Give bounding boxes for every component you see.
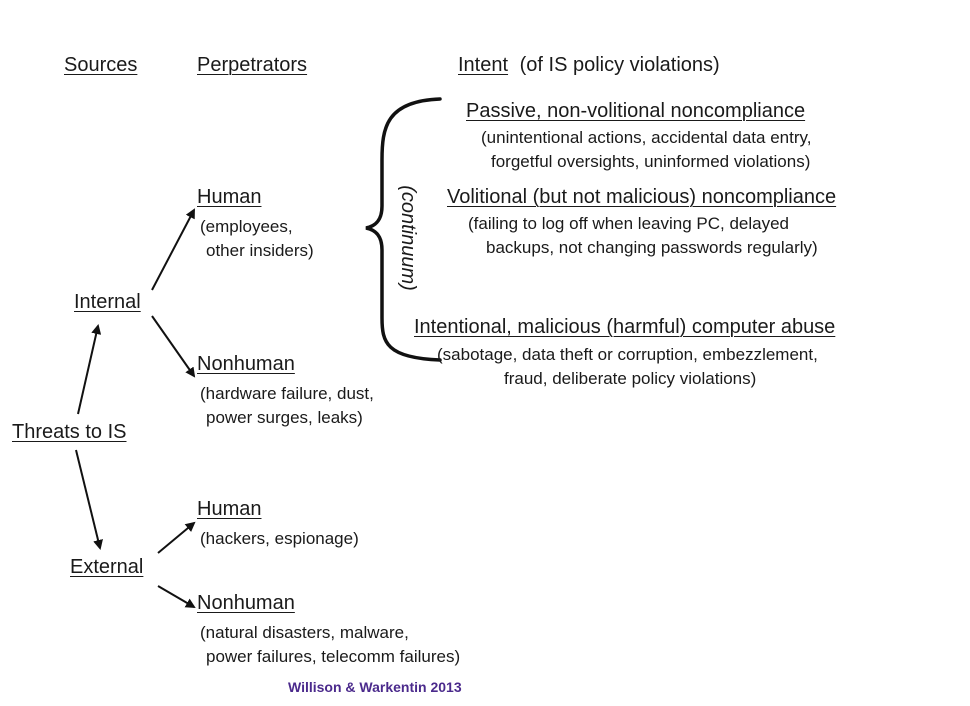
perp-external-human-label: Human [197,498,262,520]
intent-passive-line2: forgetful oversights, uninformed violati… [491,152,811,171]
arrow-external-to-human [157,521,196,554]
arrow-root-to-external [75,449,103,550]
perp-internal-nonhuman-line1: (hardware failure, dust, [200,384,374,403]
intent-volitional-title: Volitional (but not malicious) noncompli… [447,186,837,208]
source-external: External [70,556,144,578]
header-sources: Sources [64,54,138,76]
source-internal: Internal [74,291,141,313]
intent-volitional-line1: (failing to log off when leaving PC, del… [468,214,789,233]
arrow-internal-to-nonhuman [151,315,196,378]
perp-internal-human-line1: (employees, [200,217,293,236]
perp-external-nonhuman-label: Nonhuman [197,592,295,614]
intent-malicious-line2: fraud, deliberate policy violations) [504,369,757,388]
perp-external-nonhuman-line2: power failures, telecomm failures) [206,647,461,666]
intent-volitional-line2: backups, not changing passwords regularl… [486,238,818,257]
header-intent-group: Intent (of IS policy violations) [458,55,720,75]
intent-passive-title: Passive, non-volitional noncompliance [466,100,806,122]
continuum-label: (continuum) [397,185,419,291]
perp-external-human-line1: (hackers, espionage) [200,529,359,548]
perp-external-nonhuman-line1: (natural disasters, malware, [200,623,409,642]
header-intent: Intent [458,54,509,76]
root-threats-to-is: Threats to IS [12,421,127,443]
intent-malicious-line1: (sabotage, data theft or corruption, emb… [437,345,818,364]
intent-passive-line1: (unintentional actions, accidental data … [481,128,812,147]
intent-malicious-title: Intentional, malicious (harmful) compute… [414,316,836,338]
arrow-internal-to-human [151,208,195,291]
header-perpetrators: Perpetrators [197,54,308,76]
arrow-external-to-nonhuman [157,585,196,609]
perp-internal-human-label: Human [197,186,262,208]
header-intent-note: (of IS policy violations) [519,54,720,76]
arrow-root-to-internal [77,324,102,415]
perp-internal-human-line2: other insiders) [206,241,314,260]
perp-internal-nonhuman-label: Nonhuman [197,353,295,375]
credit-citation: Willison & Warkentin 2013 [288,679,462,695]
continuum-brace [365,97,442,362]
perp-internal-nonhuman-line2: power surges, leaks) [206,408,363,427]
